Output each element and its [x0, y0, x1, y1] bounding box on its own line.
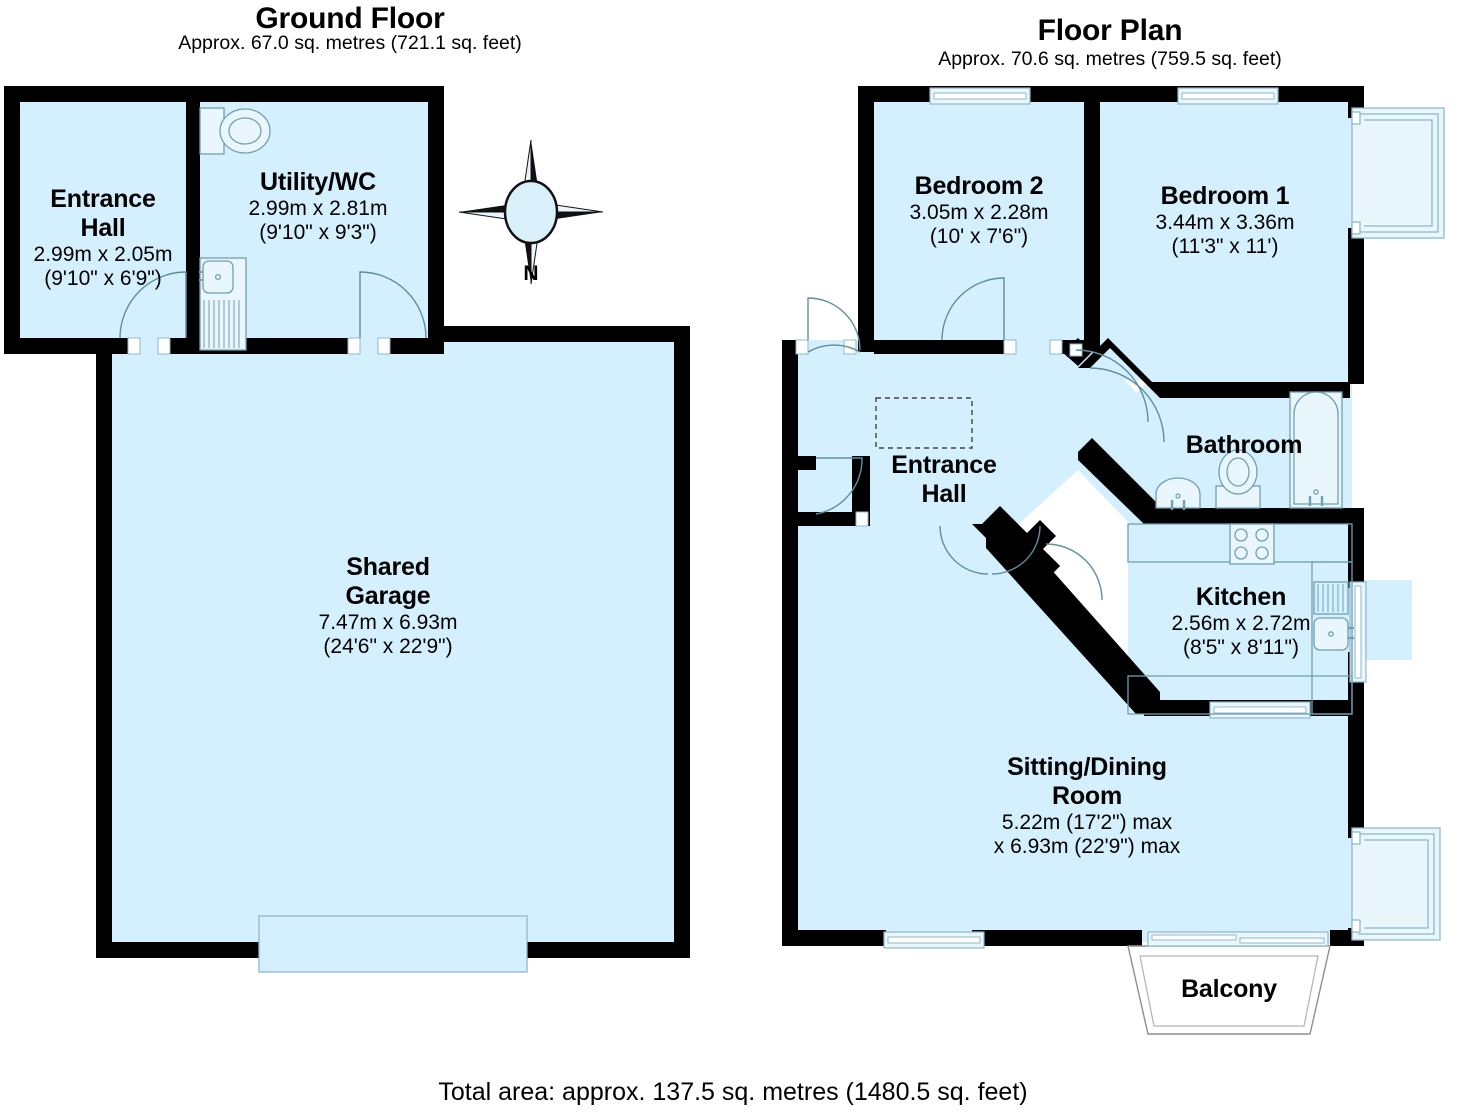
room-label-bedroom-1: Bedroom 1 3.44m x 3.36m (11'3" x 11') [1100, 182, 1350, 259]
room-name-line2: Hall [80, 214, 126, 242]
upper-floor-walls [782, 86, 1364, 946]
room-label-bedroom-2: Bedroom 2 3.05m x 2.28m (10' x 7'6") [872, 172, 1086, 249]
room-dims-imperial: (9'10" x 6'9") [44, 267, 162, 290]
hall-loft-hatch [875, 397, 973, 449]
room-dims-metric: 5.22m (17'2") max [1001, 811, 1173, 834]
upper-floor-door-jambs [795, 339, 1083, 527]
room-name-line1: Entrance [891, 451, 997, 479]
room-dims-imperial: x 6.93m (22'9") max [993, 835, 1181, 858]
room-name-line1: Bedroom 2 [914, 172, 1044, 200]
ground-floor-walls [4, 86, 690, 958]
room-dims-imperial: (11'3" x 11') [1171, 235, 1279, 258]
bay-window-sitting-room [1351, 827, 1441, 941]
ground-floor-fills [18, 100, 676, 946]
garage-door [258, 915, 528, 973]
balcony-outline [1127, 945, 1331, 1035]
room-dims-metric: 3.44m x 3.36m [1155, 211, 1295, 234]
compass-rose [458, 139, 604, 285]
balcony-sliding-door [1147, 931, 1329, 947]
room-dims-imperial: (9'10" x 9'3") [259, 221, 377, 244]
left-plan-ground-floor [4, 86, 690, 973]
bathroom-fixtures [1155, 391, 1343, 510]
room-dims-metric: 3.05m x 2.28m [909, 201, 1049, 224]
compass-north-label: N [523, 262, 539, 285]
room-dims-imperial: (10' x 7'6") [929, 225, 1029, 248]
room-label-utility-wc: Utility/WC 2.99m x 2.81m (9'10" x 9'3") [218, 168, 418, 245]
bay-window-bedroom1 [1351, 107, 1445, 239]
room-label-bathroom: Bathroom [1136, 431, 1352, 460]
upper-floor-door-swings [807, 277, 1165, 601]
room-name-line1: Balcony [1181, 975, 1277, 1003]
left-plan-subtitle: Approx. 67.0 sq. metres (721.1 sq. feet) [178, 32, 522, 54]
room-name-line2: Hall [921, 480, 967, 508]
room-label-upper-entrance-hall: Entrance Hall [840, 451, 1048, 509]
room-name-line1: Utility/WC [259, 168, 377, 196]
kitchen-fixtures [1127, 523, 1354, 715]
room-dims-metric: 2.99m x 2.81m [248, 197, 388, 220]
room-name-line2: Room [1051, 782, 1123, 810]
left-plan-title: Ground Floor [255, 2, 445, 35]
room-dims-imperial: (24'6" x 22'9") [323, 635, 453, 658]
room-label-shared-garage: Shared Garage 7.47m x 6.93m (24'6" x 22'… [280, 553, 496, 659]
room-name-line2: Garage [345, 582, 431, 610]
ground-floor-door-jambs [127, 337, 391, 355]
right-plan-title: Floor Plan [1037, 14, 1183, 47]
room-dims-metric: 2.56m x 2.72m [1171, 612, 1311, 635]
room-name-line1: Entrance [50, 185, 156, 213]
room-label-balcony: Balcony [1122, 975, 1336, 1004]
room-dims-metric: 2.99m x 2.05m [33, 243, 173, 266]
room-dims-imperial: (8'5" x 8'11") [1183, 636, 1299, 659]
room-dims-metric: 7.47m x 6.93m [318, 611, 458, 634]
ground-floor-door-swings [119, 271, 427, 339]
room-name-line1: Kitchen [1195, 583, 1287, 611]
room-label-ground-entrance-hall: Entrance Hall 2.99m x 2.05m (9'10" x 6'9… [8, 185, 198, 291]
room-label-kitchen: Kitchen 2.56m x 2.72m (8'5" x 8'11") [1128, 583, 1354, 660]
utility-wc-fixtures [199, 107, 271, 351]
room-name-line1: Bathroom [1185, 431, 1303, 459]
right-plan-upper-floor [782, 86, 1445, 1035]
right-plan-subtitle: Approx. 70.6 sq. metres (759.5 sq. feet) [938, 48, 1282, 70]
room-label-sitting-dining-room: Sitting/Dining Room 5.22m (17'2") max x … [940, 753, 1234, 859]
total-area-label: Total area: approx. 137.5 sq. metres (14… [438, 1078, 1028, 1106]
room-name-line1: Shared [346, 553, 430, 581]
room-name-line1: Bedroom 1 [1160, 182, 1290, 210]
room-name-line1: Sitting/Dining [1007, 753, 1167, 781]
